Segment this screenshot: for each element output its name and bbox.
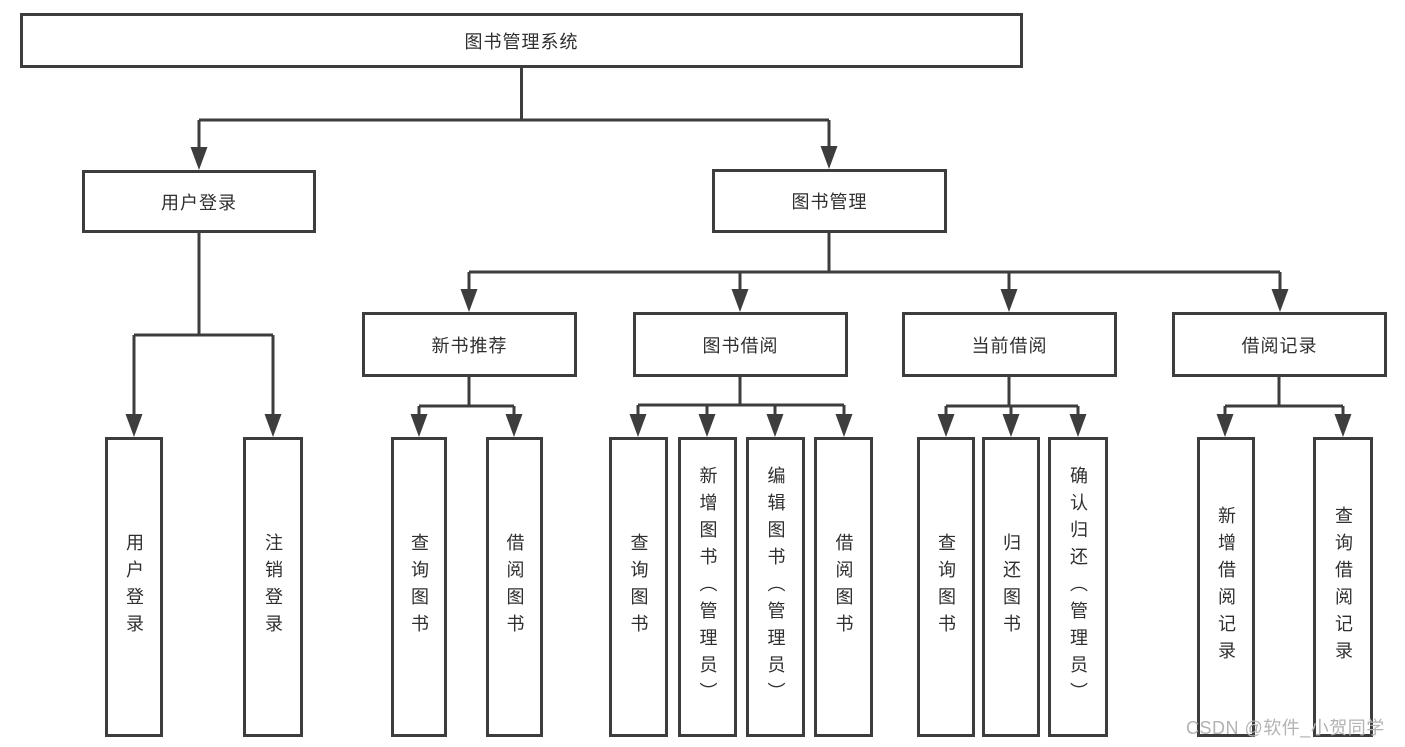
node-borrow-records: 借阅记录	[1172, 312, 1387, 377]
leaf-label: 确认归还（管理员）	[1068, 465, 1088, 709]
arrowhead	[1271, 289, 1289, 312]
node-label: 图书管理系统	[464, 31, 579, 52]
connector-root-split	[197, 68, 831, 150]
connector-new-book-split	[417, 377, 516, 420]
leaf-query-borrow-record: 查询借阅记录	[1313, 437, 1373, 737]
arrowhead	[1069, 414, 1087, 437]
leaf-user-login: 用户登录	[105, 437, 163, 737]
arrowhead	[937, 414, 955, 437]
leaf-label: 查询图书	[936, 533, 956, 641]
leaf-label: 查询图书	[409, 533, 429, 641]
leaf-confirm-return-admin: 确认归还（管理员）	[1048, 437, 1108, 737]
leaf-label: 借阅图书	[833, 533, 854, 641]
arrowhead	[629, 414, 647, 437]
leaf-label: 借阅图书	[504, 533, 525, 641]
arrowhead	[410, 414, 428, 437]
arrowhead	[264, 414, 282, 437]
leaf-logout: 注销登录	[243, 437, 303, 737]
leaf-label: 新增图书（管理员）	[697, 465, 718, 709]
csdn-watermark: CSDN @软件_小贺同学	[1186, 718, 1385, 738]
leaf-add-borrow-record: 新增借阅记录	[1197, 437, 1255, 737]
arrowhead	[190, 147, 208, 170]
arrowhead	[835, 414, 853, 437]
node-label: 新书推荐	[431, 335, 508, 356]
leaf-borrow-books-recommend: 借阅图书	[486, 437, 543, 737]
connector-current-borrow-split	[944, 377, 1080, 420]
connector-book-management-split	[467, 233, 1282, 295]
connector-borrow-records-split	[1223, 377, 1345, 420]
node-current-borrow: 当前借阅	[902, 312, 1117, 377]
node-label: 借阅记录	[1241, 335, 1318, 356]
connector-book-borrow-split	[636, 377, 846, 420]
arrowhead	[731, 289, 749, 312]
arrowhead	[698, 414, 716, 437]
arrowhead	[1334, 414, 1352, 437]
leaf-borrow-books: 借阅图书	[814, 437, 873, 737]
leaf-label: 用户登录	[124, 533, 144, 641]
leaf-label: 归还图书	[1001, 533, 1021, 641]
leaf-query-books-recommend: 查询图书	[391, 437, 447, 737]
leaf-edit-book-admin: 编辑图书（管理员）	[746, 437, 805, 737]
leaf-query-books-borrow: 查询图书	[609, 437, 668, 737]
node-label: 用户登录	[161, 192, 237, 213]
arrowhead	[460, 289, 478, 312]
node-user-login: 用户登录	[82, 170, 316, 233]
arrowhead	[820, 146, 838, 169]
leaf-label: 注销登录	[263, 533, 283, 641]
leaf-label: 查询借阅记录	[1333, 506, 1353, 668]
node-new-book-recommend: 新书推荐	[362, 312, 577, 377]
connector-user-login-split	[132, 233, 275, 420]
leaf-query-books-current: 查询图书	[917, 437, 975, 737]
arrowhead	[1002, 414, 1020, 437]
leaf-add-book-admin: 新增图书（管理员）	[678, 437, 737, 737]
node-label: 图书管理	[791, 192, 868, 212]
leaf-label: 编辑图书（管理员）	[765, 465, 786, 709]
leaf-return-book: 归还图书	[982, 437, 1040, 737]
arrowhead	[125, 414, 143, 437]
arrowhead	[766, 414, 784, 437]
arrowhead	[505, 414, 523, 437]
node-label: 图书借阅	[702, 335, 779, 356]
node-book-management: 图书管理	[712, 169, 947, 233]
node-label: 当前借阅	[971, 335, 1048, 356]
arrowhead	[1216, 414, 1234, 437]
node-library-system-root: 图书管理系统	[20, 13, 1023, 68]
leaf-label: 新增借阅记录	[1216, 506, 1236, 668]
leaf-label: 查询图书	[628, 533, 649, 641]
arrowhead	[1000, 289, 1018, 312]
node-book-borrow: 图书借阅	[633, 312, 848, 377]
